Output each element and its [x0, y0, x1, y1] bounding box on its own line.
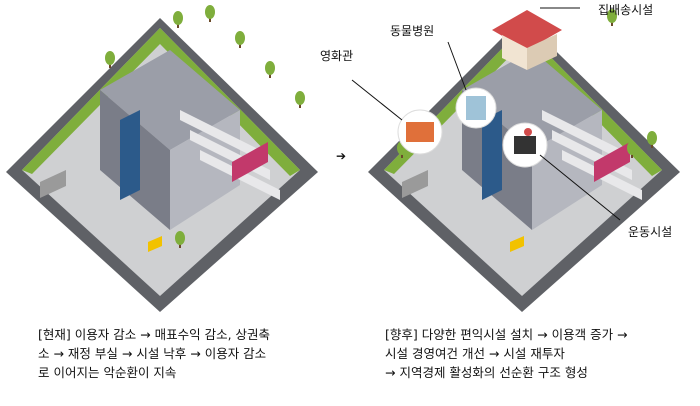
label-animal-hospital: 동물병원	[390, 24, 434, 38]
caption-line: 시설 경영여건 개선 → 시설 재투자	[385, 346, 565, 361]
cinema-bubble	[351, 79, 443, 155]
label-sports-facility: 운동시설	[628, 225, 672, 239]
caption-line: [향후] 다양한 편익시설 설치 → 이용객 증가 →	[385, 327, 628, 342]
current-terminal-scene	[6, 5, 318, 312]
caption-line: → 지역경제 활성화의 선순환 구조 형성	[385, 365, 588, 380]
caption-line: 로 이어지는 악순환이 지속	[38, 365, 177, 380]
sports-bubble	[502, 122, 621, 221]
animal-hospital-bubble	[447, 41, 497, 129]
caption-line: 소 → 재정 부실 → 시설 낙후 → 이용자 감소	[38, 346, 267, 361]
caption-line: [현재] 이용자 감소 → 매표수익 감소, 상권축	[38, 327, 271, 342]
label-cinema: 영화관	[320, 49, 353, 63]
label-delivery-facility: 집배송시설	[598, 3, 653, 17]
future-terminal-scene	[368, 9, 680, 312]
current-state-caption: [현재] 이용자 감소 → 매표수익 감소, 상권축 소 → 재정 부실 → 시…	[38, 325, 338, 382]
future-state-caption: [향후] 다양한 편익시설 설치 → 이용객 증가 → 시설 경영여건 개선 →…	[385, 325, 695, 382]
transition-arrow: ➔	[336, 149, 346, 163]
